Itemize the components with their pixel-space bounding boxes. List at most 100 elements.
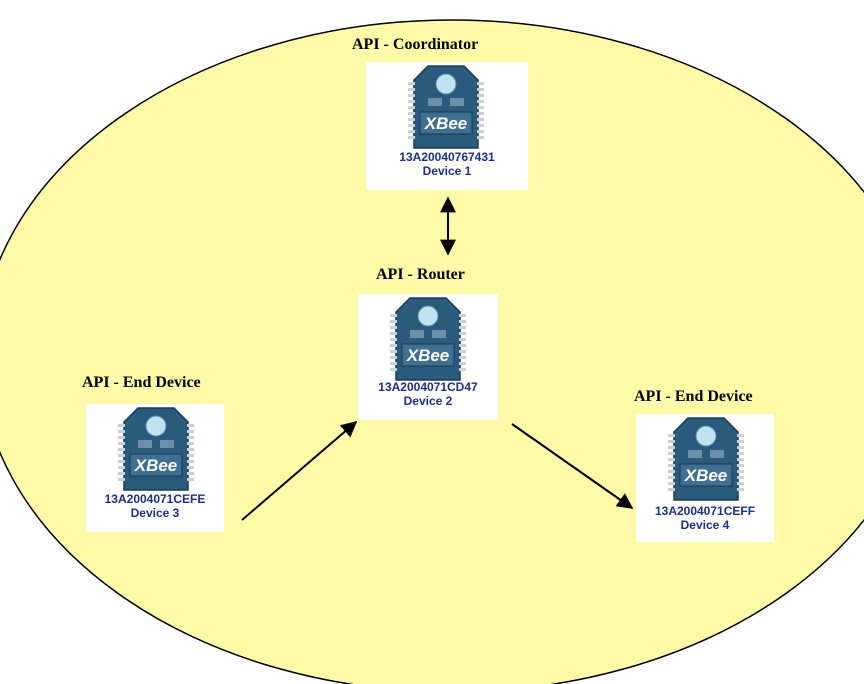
- device-card-end-device-3: XBee 13A2004071CEFE Device 3: [86, 404, 224, 532]
- chip-component: [450, 98, 464, 106]
- device-address: 13A20040767431: [399, 150, 495, 164]
- chip-label-plate: [419, 111, 473, 135]
- chip-logo-text: XBee: [406, 346, 450, 365]
- chip-pin: [390, 326, 397, 329]
- chip-pin: [737, 464, 744, 467]
- chip-pin: [477, 130, 484, 133]
- role-label-end-device-4: API - End Device: [634, 388, 753, 405]
- xbee-chip-icon: XBee: [118, 407, 194, 491]
- xbee-chip-icon: XBee: [408, 65, 484, 149]
- chip-component: [138, 440, 152, 448]
- chip-pin: [390, 350, 397, 353]
- device-address: 13A2004071CD47: [378, 380, 478, 394]
- chip-pin: [390, 362, 397, 365]
- chip-pin: [477, 136, 484, 139]
- device-name: Device 4: [680, 518, 730, 532]
- device-name: Device 3: [130, 506, 180, 520]
- chip-pin: [477, 124, 484, 127]
- chip-pin: [118, 472, 125, 475]
- chip-pin: [737, 470, 744, 473]
- chip-pin: [187, 454, 194, 457]
- chip-pin: [668, 488, 675, 491]
- chip-pin: [737, 434, 744, 437]
- chip-pin: [668, 476, 675, 479]
- chip-pin: [118, 466, 125, 469]
- xbee-chip-icon: XBee: [390, 297, 466, 381]
- chip-pin: [459, 344, 466, 347]
- chip-pin: [408, 82, 415, 85]
- chip-pin: [477, 88, 484, 91]
- chip-component: [710, 450, 724, 458]
- chip-pin: [408, 118, 415, 121]
- chip-pin: [408, 136, 415, 139]
- chip-pin: [477, 82, 484, 85]
- chip-pin: [408, 130, 415, 133]
- chip-pin: [477, 118, 484, 121]
- chip-pin: [737, 482, 744, 485]
- chip-pin: [187, 424, 194, 427]
- chip-pin: [477, 100, 484, 103]
- chip-pin: [390, 332, 397, 335]
- chip-pin: [459, 314, 466, 317]
- chip-antenna: [417, 305, 439, 327]
- chip-pin: [668, 446, 675, 449]
- chip-pin: [118, 454, 125, 457]
- chip-pin: [737, 452, 744, 455]
- chip-logo-text: XBee: [134, 456, 178, 475]
- device-card-end-device-4: XBee 13A2004071CEFF Device 4: [636, 414, 774, 542]
- chip-pin: [477, 94, 484, 97]
- xbee-chip-icon: XBee: [668, 417, 744, 501]
- chip-logo-text: XBee: [424, 114, 468, 133]
- role-label-router: API - Router: [376, 266, 465, 283]
- chip-pin: [737, 440, 744, 443]
- chip-pin: [668, 440, 675, 443]
- device-address: 13A2004071CEFF: [654, 504, 756, 518]
- chip-pin: [187, 478, 194, 481]
- chip-pin: [668, 434, 675, 437]
- chip-pin: [477, 106, 484, 109]
- chip-pin: [118, 430, 125, 433]
- chip-pin: [390, 356, 397, 359]
- chip-pin: [459, 338, 466, 341]
- chip-pin: [187, 430, 194, 433]
- chip-pin: [408, 106, 415, 109]
- chip-pin: [459, 332, 466, 335]
- chip-pin: [187, 466, 194, 469]
- chip-pin: [118, 436, 125, 439]
- chip-antenna: [695, 425, 717, 447]
- chip-component: [160, 440, 174, 448]
- chip-antenna: [145, 415, 167, 437]
- chip-pin: [408, 88, 415, 91]
- chip-pin: [187, 448, 194, 451]
- chip-pin: [459, 320, 466, 323]
- chip-label-plate: [679, 463, 733, 487]
- chip-pin: [459, 362, 466, 365]
- chip-pin: [408, 100, 415, 103]
- chip-component: [410, 330, 424, 338]
- chip-label-plate: [129, 453, 183, 477]
- chip-pin: [390, 338, 397, 341]
- chip-pin: [390, 314, 397, 317]
- chip-pin: [459, 356, 466, 359]
- chip-pin: [737, 458, 744, 461]
- device-name: Device 1: [422, 164, 472, 178]
- chip-pin: [390, 320, 397, 323]
- chip-pin: [408, 94, 415, 97]
- device-address: 13A2004071CEFE: [104, 492, 206, 506]
- chip-antenna: [435, 73, 457, 95]
- chip-component: [432, 330, 446, 338]
- chip-pin: [737, 488, 744, 491]
- chip-pin: [390, 368, 397, 371]
- chip-pin: [390, 344, 397, 347]
- role-label-end-device-3: API - End Device: [82, 374, 201, 391]
- chip-pin: [737, 446, 744, 449]
- chip-component: [688, 450, 702, 458]
- chip-pin: [668, 464, 675, 467]
- chip-pin: [477, 112, 484, 115]
- chip-pin: [668, 452, 675, 455]
- chip-pin: [118, 460, 125, 463]
- chip-pin: [187, 472, 194, 475]
- chip-pin: [459, 368, 466, 371]
- chip-pin: [187, 460, 194, 463]
- chip-pin: [459, 350, 466, 353]
